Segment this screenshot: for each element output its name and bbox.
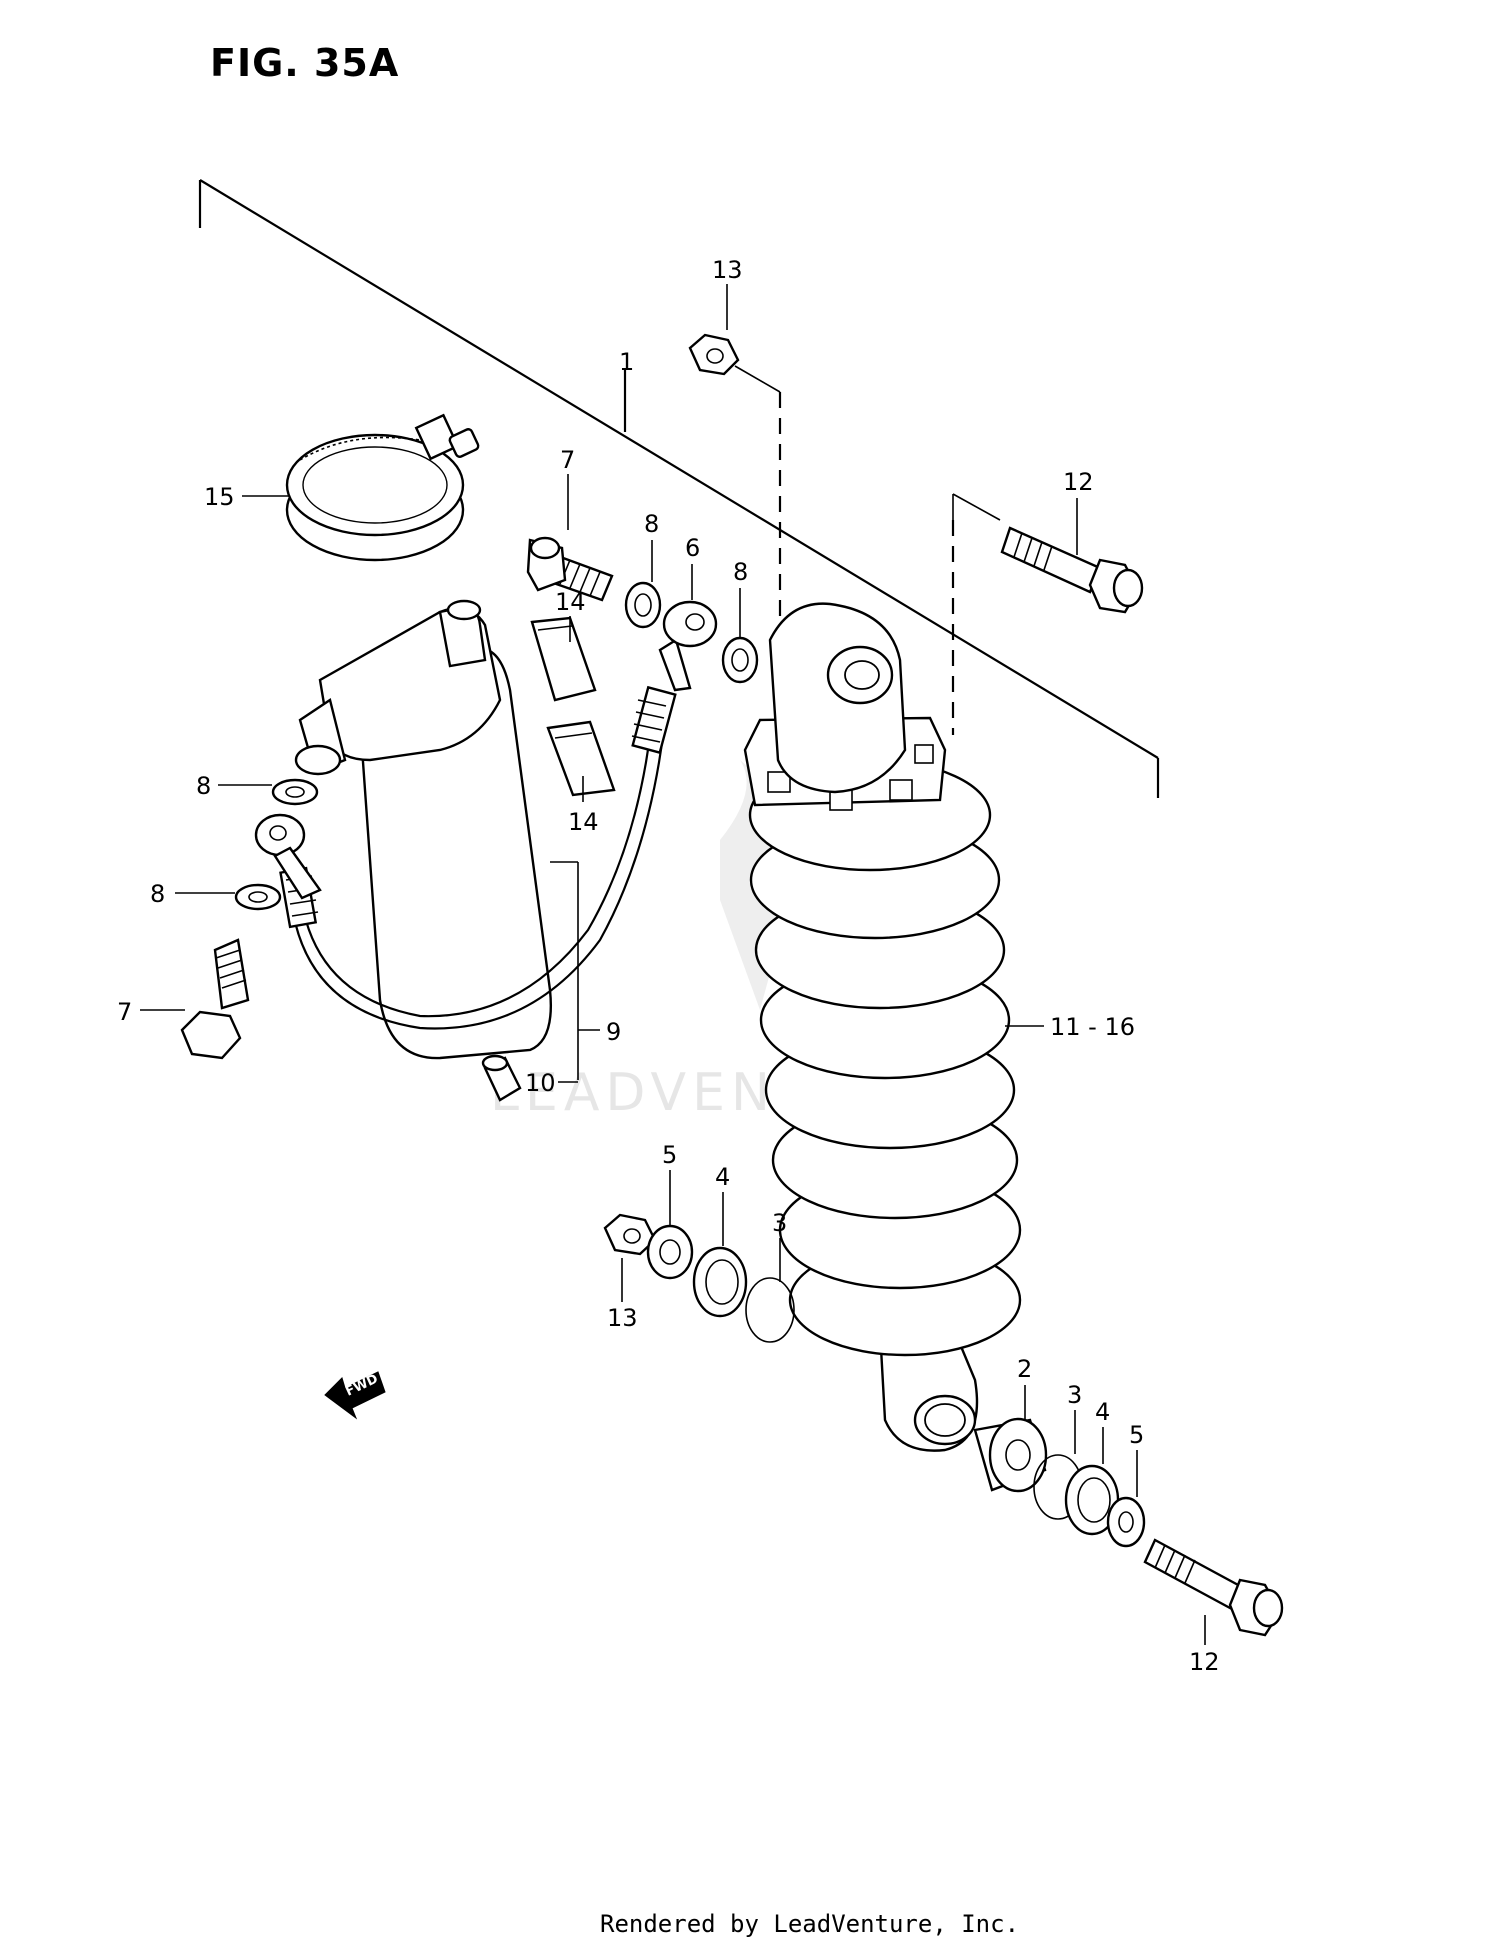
callout-8-upper-left: 8	[644, 510, 659, 538]
callout-8-left-upper: 8	[196, 772, 211, 800]
leader-lines	[140, 284, 1206, 1645]
callout-4-right: 4	[1095, 1398, 1110, 1426]
callout-12-upper: 12	[1063, 468, 1094, 496]
washer-5-right	[1106, 1496, 1146, 1548]
circlip-3-left	[745, 1277, 795, 1343]
hose-clamp	[285, 413, 480, 562]
oil-seal-4-right	[1064, 1464, 1120, 1536]
callout-2: 2	[1017, 1355, 1032, 1383]
forward-direction-arrow: FWD	[324, 1371, 386, 1420]
callout-11-16: 11 - 16	[1050, 1013, 1135, 1041]
shock-absorber	[743, 602, 1022, 1452]
callout-7-upper: 7	[560, 446, 575, 474]
callout-5-right: 5	[1129, 1421, 1144, 1449]
collar-5-left	[646, 1224, 694, 1280]
washer-8-left-lower	[234, 883, 282, 911]
banjo-bolt-lower	[180, 938, 250, 1060]
banjo-fitting-lower	[254, 813, 322, 900]
bolt-12-upper	[1000, 526, 1144, 614]
callout-8-upper-right: 8	[733, 558, 748, 586]
banjo-bolt-upper	[526, 536, 614, 602]
callout-9: 9	[606, 1018, 621, 1046]
label-sticker-lower	[546, 720, 616, 797]
callout-13-lower: 13	[607, 1304, 638, 1332]
figure-title: FIG. 35A	[210, 41, 399, 85]
callout-14-lower: 14	[568, 808, 599, 836]
collar-2	[973, 1417, 1048, 1493]
callout-14-upper: 14	[555, 588, 586, 616]
callout-6: 6	[685, 534, 700, 562]
callout-3-left: 3	[772, 1209, 787, 1237]
nut-13-upper	[688, 333, 740, 376]
callout-12-lower: 12	[1189, 1648, 1220, 1676]
footer-credit: Rendered by LeadVenture, Inc.	[600, 1910, 1019, 1938]
callout-5-left: 5	[662, 1141, 677, 1169]
callout-1: 1	[619, 348, 634, 376]
washer-8-upper-left	[624, 581, 662, 629]
callout-15: 15	[204, 483, 235, 511]
washer-8-left-upper	[271, 778, 319, 806]
callout-10: 10	[525, 1069, 556, 1097]
oil-seal-4-left	[692, 1246, 748, 1318]
valve-cap	[481, 1054, 522, 1102]
reservoir-body	[294, 599, 552, 1060]
callout-4-left: 4	[715, 1163, 730, 1191]
callout-labels: 1 13 15 7 8 6 8 14 14 8 8 7 12 9 10 11 -…	[117, 256, 1220, 1676]
coil-spring	[748, 758, 1022, 1357]
nut-13-lower	[603, 1213, 657, 1256]
callout-8-left-lower: 8	[150, 880, 165, 908]
callout-13-upper: 13	[712, 256, 743, 284]
mounting-guide-lines	[734, 365, 1001, 735]
label-sticker-upper	[530, 616, 597, 702]
callout-3-right: 3	[1067, 1381, 1082, 1409]
callout-7-lower: 7	[117, 998, 132, 1026]
bolt-12-lower	[1143, 1538, 1284, 1637]
banjo-fitting-upper	[658, 600, 718, 692]
washer-8-upper-right	[721, 636, 759, 684]
